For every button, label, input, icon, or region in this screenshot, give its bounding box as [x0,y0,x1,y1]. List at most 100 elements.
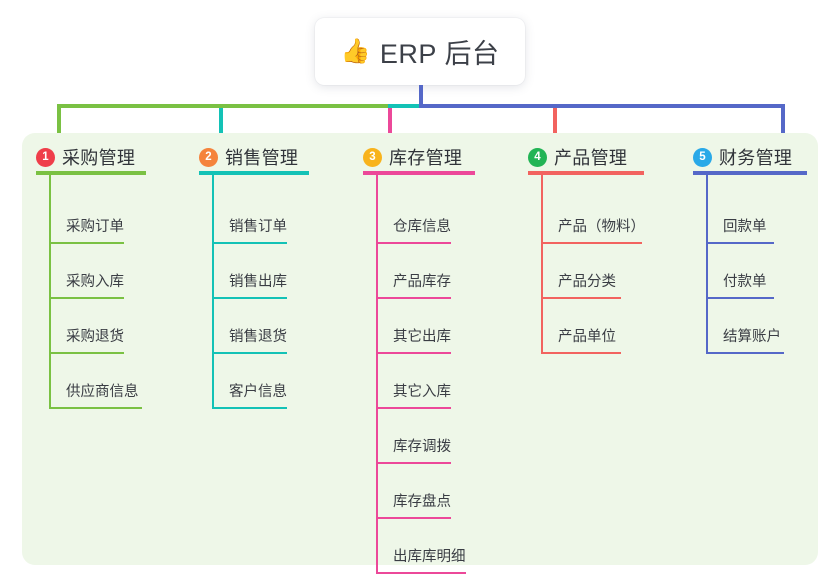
list-item-label: 供应商信息 [66,384,139,400]
column-badge-3: 3 [363,147,382,167]
list-item[interactable]: 采购退货 [49,320,128,352]
list-item[interactable]: 其它入库 [376,375,455,407]
list-item-label: 产品（物料） [558,219,645,235]
column-header-rule-5 [693,171,807,175]
list-item-label: 采购订单 [66,219,124,235]
list-item-label: 产品分类 [558,274,616,290]
list-item-label: 库存盘点 [393,494,451,510]
list-item-label: 销售出库 [229,274,287,290]
column-badge-2: 2 [199,147,218,167]
column-badge-5: 5 [693,147,712,167]
list-item[interactable]: 供应商信息 [49,375,146,407]
list-item[interactable]: 库存盘点 [376,485,455,517]
list-item-rule [212,352,287,354]
list-item[interactable]: 结算账户 [706,320,788,352]
list-item-label: 结算账户 [723,329,781,345]
list-item-label: 付款单 [723,274,767,290]
list-item[interactable]: 客户信息 [212,375,291,407]
list-item[interactable]: 付款单 [706,265,778,297]
column-spine-2 [212,173,214,407]
column-title-3: 库存管理 [389,148,463,168]
list-item[interactable]: 仓库信息 [376,210,455,242]
connector-drop-5 [781,108,785,137]
list-item[interactable]: 产品库存 [376,265,455,297]
list-item-rule [706,352,784,354]
list-item-label: 产品库存 [393,274,451,290]
column-badge-4: 4 [528,147,547,167]
column-header-2[interactable]: 2 销售管理 [199,144,298,170]
list-item-rule [49,407,142,409]
list-item-label: 仓库信息 [393,219,451,235]
list-item-rule [49,297,124,299]
list-item-rule [541,242,642,244]
list-item[interactable]: 产品分类 [541,265,625,297]
list-item-rule [376,517,451,519]
connector-drop-3 [388,108,392,137]
list-item[interactable]: 销售出库 [212,265,291,297]
column-spine-5 [706,173,708,352]
column-title-5: 财务管理 [719,148,793,168]
thumbs-up-icon: 👍 [340,37,371,65]
list-item[interactable]: 出库库明细 [376,540,470,572]
list-item-label: 其它入库 [393,384,451,400]
list-item-label: 客户信息 [229,384,287,400]
list-item-rule [212,297,287,299]
column-spine-4 [541,173,543,352]
connector-root-stem [419,85,423,108]
list-item[interactable]: 回款单 [706,210,778,242]
connector-bus-teal [388,104,421,108]
list-item-label: 销售退货 [229,329,287,345]
column-header-rule-4 [528,171,644,175]
list-item-label: 采购退货 [66,329,124,345]
column-header-4[interactable]: 4 产品管理 [528,144,627,170]
list-item-label: 销售订单 [229,219,287,235]
list-item-label: 产品单位 [558,329,616,345]
list-item[interactable]: 库存调拨 [376,430,455,462]
column-header-1[interactable]: 1 采购管理 [36,144,135,170]
list-item-rule [541,352,621,354]
root-node-label: ERP 后台 [379,39,500,69]
list-item[interactable]: 采购入库 [49,265,128,297]
list-item[interactable]: 销售退货 [212,320,291,352]
list-item-rule [49,352,124,354]
list-item[interactable]: 产品单位 [541,320,625,352]
list-item-label: 回款单 [723,219,767,235]
list-item-label: 出库库明细 [393,549,466,565]
connector-drop-1 [57,108,61,137]
list-item-label: 库存调拨 [393,439,451,455]
list-item-rule [212,407,287,409]
list-item[interactable]: 销售订单 [212,210,291,242]
root-node-title: 👍 ERP 后台 [341,32,500,71]
connector-drop-2 [219,108,223,137]
list-item-rule [706,297,774,299]
column-spine-1 [49,173,51,407]
list-item-label: 其它出库 [393,329,451,345]
list-item-rule [376,242,451,244]
list-item-rule [212,242,287,244]
list-item-rule [376,352,451,354]
column-header-rule-1 [36,171,146,175]
column-header-rule-2 [199,171,309,175]
connector-drop-4 [553,108,557,137]
column-badge-1: 1 [36,147,55,167]
root-node-card[interactable]: 👍 ERP 后台 [315,18,525,85]
list-item-rule [541,297,621,299]
column-spine-3 [376,173,378,572]
column-header-3[interactable]: 3 库存管理 [363,144,462,170]
column-title-1: 采购管理 [62,148,136,168]
connector-bus-green [57,104,390,108]
column-title-2: 销售管理 [225,148,299,168]
column-title-4: 产品管理 [554,148,628,168]
list-item-rule [376,572,466,574]
list-item[interactable]: 产品（物料） [541,210,646,242]
list-item[interactable]: 其它出库 [376,320,455,352]
list-item-rule [376,462,451,464]
list-item-label: 采购入库 [66,274,124,290]
mindmap-panel: 1 采购管理采购订单采购入库采购退货供应商信息 2 销售管理销售订单销售出库销售退货客… [22,133,818,574]
column-header-5[interactable]: 5 财务管理 [693,144,792,170]
list-item[interactable]: 采购订单 [49,210,128,242]
connector-bus-indigo [419,104,785,108]
column-header-rule-3 [363,171,475,175]
list-item-rule [706,242,774,244]
